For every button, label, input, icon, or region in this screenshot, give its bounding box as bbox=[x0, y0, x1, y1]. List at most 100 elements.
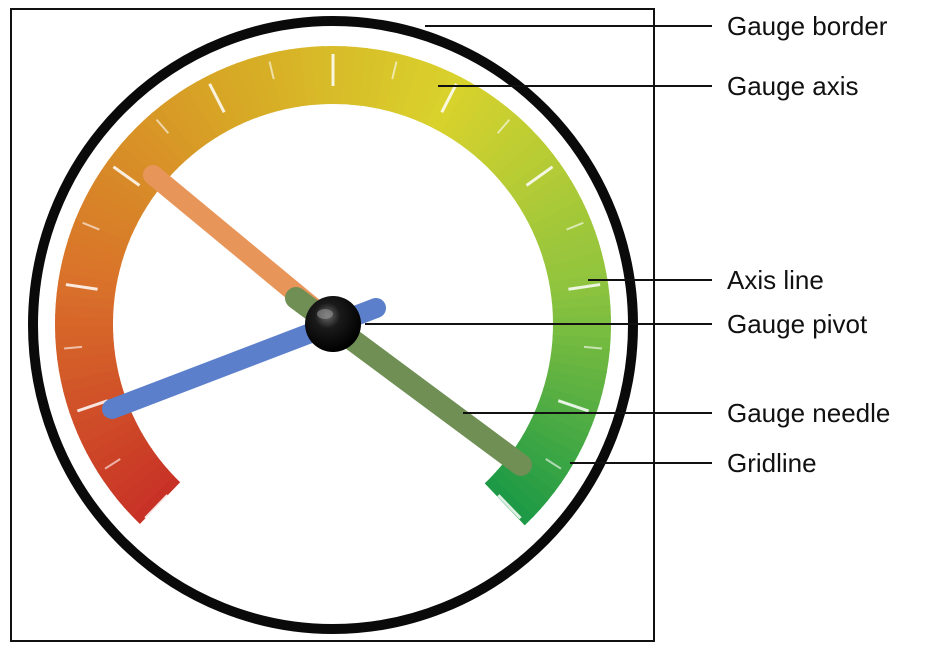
gridline-minor bbox=[566, 221, 584, 231]
gauge-axis-segment bbox=[448, 87, 491, 143]
gauge-axis-segment bbox=[513, 441, 568, 484]
gauge-axis-segment bbox=[60, 368, 120, 393]
gauge-axis-segment bbox=[79, 198, 137, 234]
gauge-axis-segment bbox=[103, 447, 158, 492]
gridline-major bbox=[497, 494, 522, 520]
gauge-axis-segment bbox=[501, 144, 554, 191]
gauge-axis-segment bbox=[547, 261, 607, 285]
gauge-axis-segment bbox=[409, 63, 442, 122]
gridline-minor bbox=[545, 458, 562, 470]
gauge-axis-segment bbox=[350, 46, 368, 106]
gauge-axis-segment bbox=[177, 86, 219, 142]
gauge-gridlines bbox=[64, 54, 602, 520]
gauge-axis-segment bbox=[76, 409, 135, 445]
label-gauge-pivot: Gauge pivot bbox=[727, 309, 868, 339]
gauge-axis-segment bbox=[143, 112, 191, 164]
gauge-axis-segment bbox=[549, 352, 609, 373]
gauge-axis-segment bbox=[511, 162, 567, 205]
gauge-axis-segment bbox=[433, 76, 472, 134]
gauge-axis-segment bbox=[55, 333, 114, 350]
gauge-axis-segment bbox=[489, 128, 540, 177]
gauge-axis-segment bbox=[506, 153, 561, 198]
gauge-axis-segment bbox=[71, 218, 130, 250]
gridline-major bbox=[525, 165, 554, 187]
gauge-axis-segment bbox=[545, 251, 605, 277]
label-axis-line: Axis line bbox=[727, 265, 824, 295]
gauge-axis-segment bbox=[57, 270, 118, 292]
gauge-axis-segment bbox=[401, 59, 432, 119]
gauge-axis-segment bbox=[359, 47, 379, 107]
gauge-axis-segment bbox=[530, 411, 589, 446]
gauge-axis-segment bbox=[58, 359, 118, 382]
gauge-axis-segment bbox=[495, 136, 547, 184]
gauge-axis-segment bbox=[97, 440, 153, 483]
gauge-axis-segment bbox=[543, 378, 603, 405]
gauge-axis-segment bbox=[63, 376, 123, 404]
gauge-axis-segment bbox=[441, 81, 481, 138]
gridline-minor bbox=[155, 118, 170, 134]
gauge-axis-segment bbox=[84, 188, 141, 226]
gauge-axis-segment bbox=[59, 259, 119, 284]
gauge-axis-segment bbox=[100, 160, 156, 204]
gauge-axis-segment bbox=[86, 425, 143, 464]
gauge-axis-segment bbox=[384, 53, 411, 113]
gridline-major bbox=[440, 83, 458, 114]
gauge-axis-segment bbox=[393, 56, 422, 116]
gauge-axis-segment bbox=[127, 127, 178, 176]
gauge-axis-segment bbox=[367, 49, 390, 109]
gridline-minor bbox=[104, 458, 121, 470]
label-gauge-axis: Gauge axis bbox=[727, 71, 859, 101]
gauge-axis-segment bbox=[62, 249, 122, 275]
gauge-axis-segment bbox=[267, 51, 292, 111]
gauge-axis-segment bbox=[186, 81, 227, 137]
gauge-axis-segment bbox=[496, 463, 549, 510]
gauge-axis-segment bbox=[537, 394, 597, 426]
gridline-major bbox=[65, 283, 98, 291]
gauge-axis-segment bbox=[526, 419, 584, 456]
gauge-axis-segment bbox=[376, 51, 401, 111]
gauge-axis-segment bbox=[476, 113, 525, 165]
gauge-axis-segment bbox=[135, 119, 184, 170]
gauge-axis-segment bbox=[215, 66, 250, 125]
gauge-axis-segment bbox=[417, 67, 452, 126]
gauge-axis-segment bbox=[490, 469, 542, 518]
label-gridline: Gridline bbox=[727, 448, 817, 478]
gridline-minor bbox=[82, 221, 100, 231]
gauge-axis-segment bbox=[549, 272, 609, 294]
gauge-axis-segment bbox=[533, 209, 592, 244]
pivot-highlight bbox=[317, 309, 333, 319]
gauge-axis-segment bbox=[55, 314, 114, 328]
gridline-major bbox=[208, 83, 226, 114]
gauge-axis-segment bbox=[225, 62, 258, 121]
gauge-axis-segment bbox=[521, 180, 578, 220]
gauge-axis-segment bbox=[123, 468, 175, 517]
gauge-axis-segment bbox=[256, 53, 283, 113]
gauge-axis-segment bbox=[236, 59, 266, 118]
gauge-axis-segment bbox=[545, 369, 605, 395]
label-gauge-border: Gauge border bbox=[727, 11, 888, 41]
gauge-axis-segment bbox=[94, 169, 151, 211]
callout-lines bbox=[365, 25, 712, 464]
gauge-axis-segment bbox=[484, 476, 534, 526]
gauge-axis-segment bbox=[196, 75, 234, 133]
gauge-axis-segment bbox=[246, 56, 275, 115]
gauge-axis-segment bbox=[542, 240, 602, 268]
gauge-axis-segment bbox=[278, 49, 300, 109]
gridline-major bbox=[568, 283, 601, 291]
gauge-axis-segment bbox=[106, 151, 161, 196]
gauge-axis-segment bbox=[159, 98, 205, 152]
gauge-axis-segment bbox=[116, 461, 169, 509]
gridline-minor bbox=[583, 345, 602, 350]
gridline-minor bbox=[268, 61, 275, 80]
gridline-major bbox=[76, 399, 109, 413]
gauge-axis-segment bbox=[205, 71, 242, 129]
gauge-pivot-knob bbox=[305, 296, 361, 352]
gauge-axis-segment bbox=[552, 305, 611, 320]
callout-labels: Gauge border Gauge axis Axis line Gauge … bbox=[727, 11, 890, 478]
gridline-major bbox=[112, 165, 141, 187]
gridline-minor bbox=[64, 345, 83, 350]
gauge-axis-segment bbox=[483, 120, 533, 171]
gridline-major bbox=[557, 399, 590, 413]
gauge-axis-segment bbox=[534, 403, 593, 436]
